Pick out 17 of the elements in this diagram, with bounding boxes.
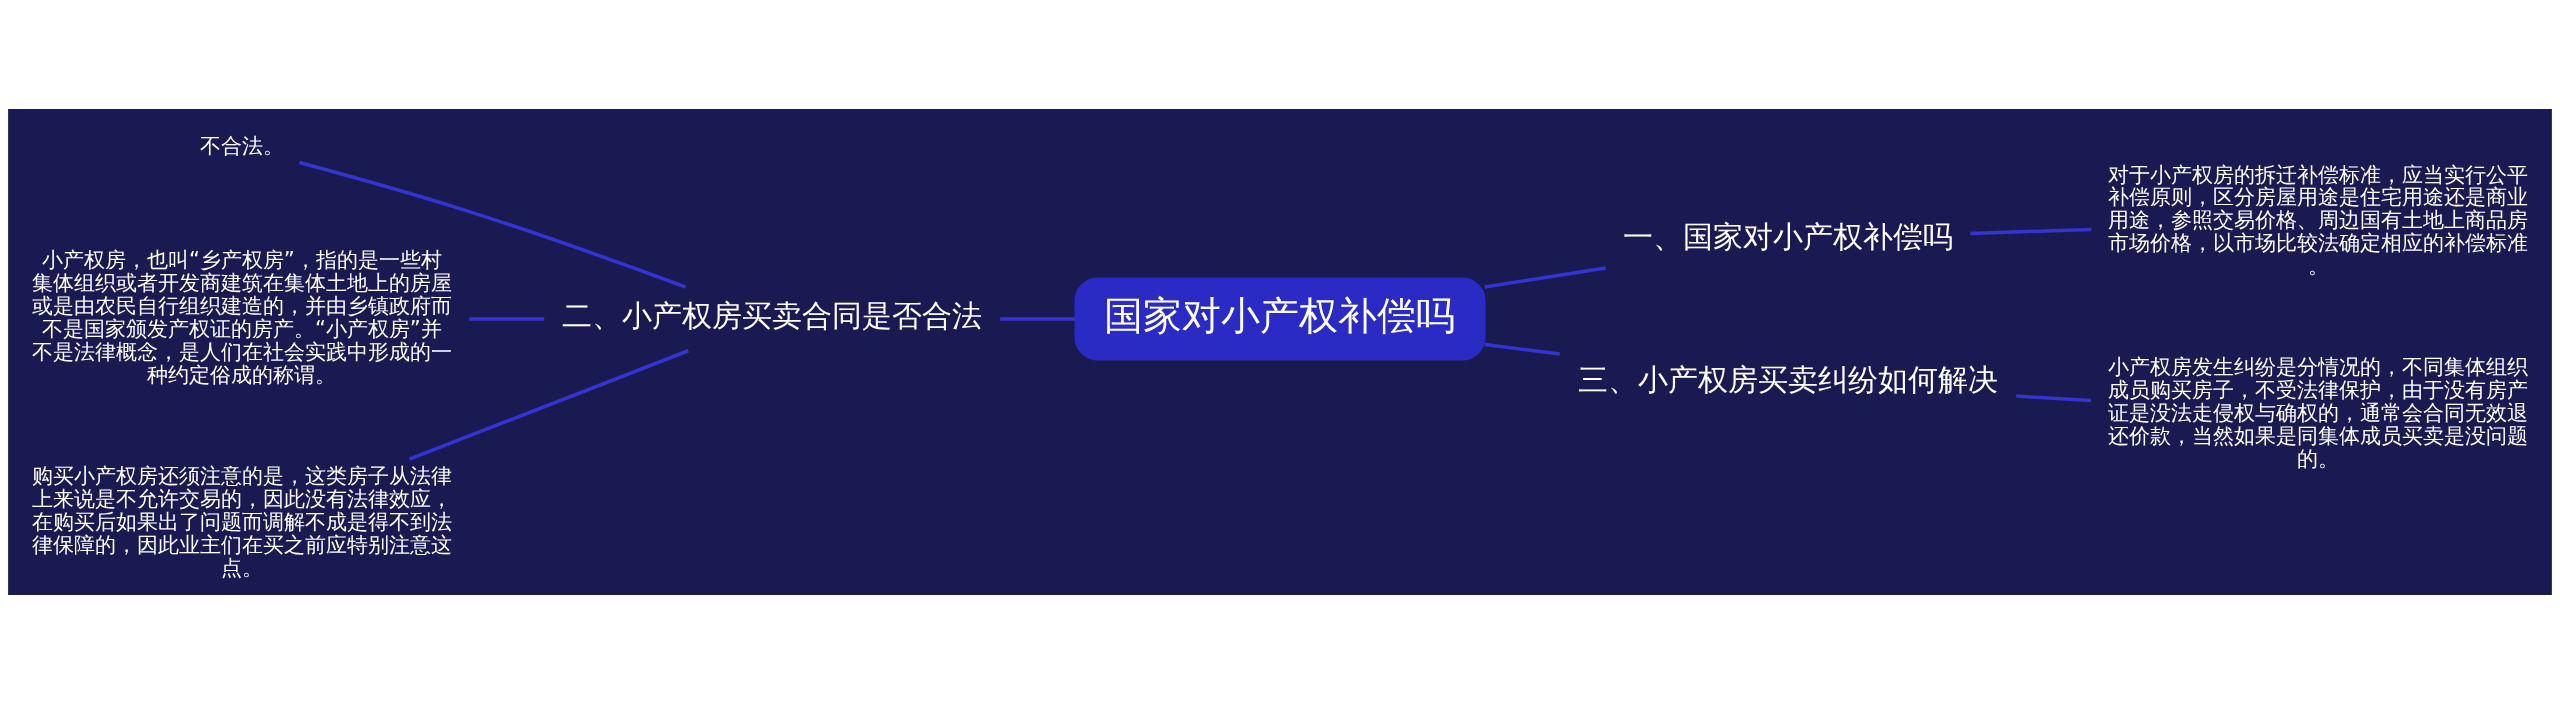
node-text: 购买小产权房还须注意的是，这类房子从法律上来说是不允许交易的，因此没有法律效应，在购买后如果出了问题而调解不成是得不到法律保障的，因此业主们在买之前应特别注意这点。 [31,463,452,580]
connector [1484,266,1606,289]
connector [2016,394,2092,403]
node-box: 国家对小产权补偿吗 [1074,277,1486,361]
node-text: 小产权房，也叫“乡产权房”，指的是一些村集体组织或者开发商建筑在集体土地上的房屋或是由农民自行组织建造的，并由乡镇政府而不是国家颁发产权证的房产。“小产权房”并不是法律概念，是人们在社会实践中形成的一种约定俗成的称谓。 [31,247,452,387]
connector [1000,317,1075,321]
connector [408,349,689,461]
node-text: 一、国家对小产权补偿吗 [1623,218,1954,254]
connector [298,160,687,289]
connector [1970,227,2092,236]
connector [469,317,545,321]
node-text: 小产权房发生纠纷是分情况的，不同集体组织成员购买房子，不受法律保护，由于没有房产证是没法走侵权与确权的，通常会合同无效退还价款，当然如果是同集体成员买卖是没问题的。 [2108,353,2529,471]
node-text: 对于小产权房的拆迁补偿标准，应当实行公平补偿原则，区分房屋用途是住宅用途还是商业用途，参照交易价格、周边国有土地上商品房市场价格，以市场比较法确定相应的补偿标准。 [2108,161,2529,279]
node-text: 三、小产权房买卖纠纷如何解决 [1578,361,1999,397]
node-text: 二、小产权房买卖合同是否合法 [561,298,982,334]
connector [1484,342,1560,356]
node-text: 不合法。 [199,133,284,159]
